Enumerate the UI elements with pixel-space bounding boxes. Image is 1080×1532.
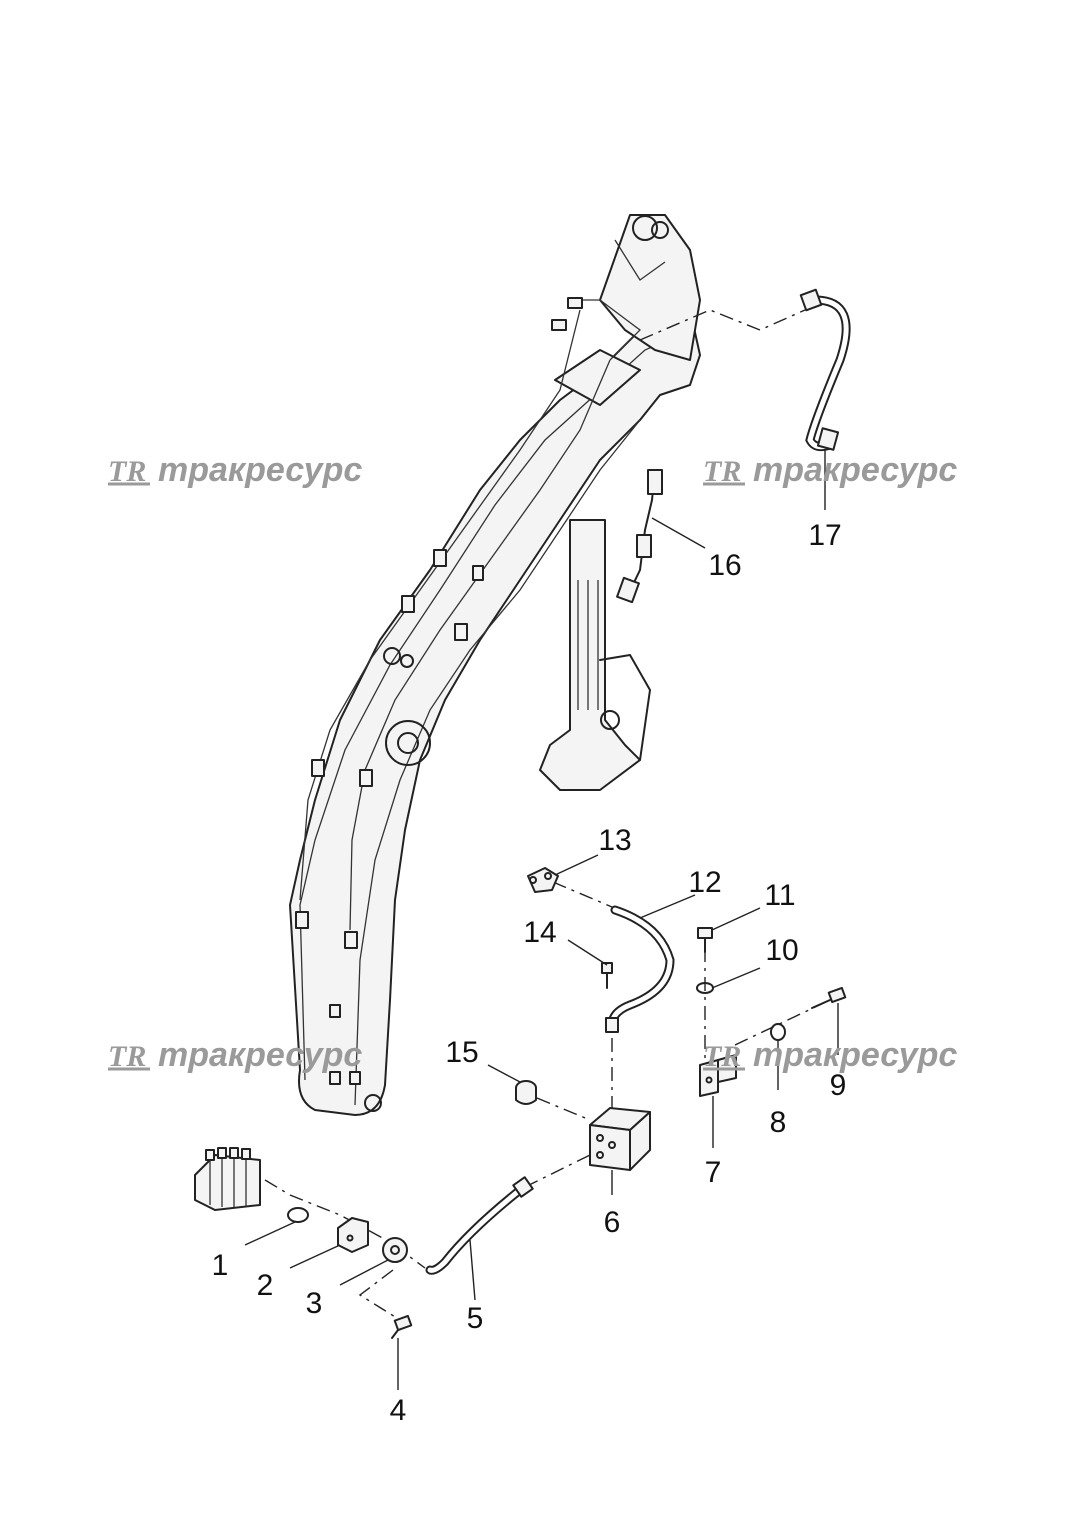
boom-arm-body — [289, 309, 701, 1116]
part-4-bolt — [391, 1314, 413, 1339]
part-16-harness — [616, 469, 663, 604]
watermark-bottom-left: TR тракресурс — [108, 1036, 362, 1074]
dash-15-6 — [536, 1097, 591, 1121]
boom-foot-boss — [385, 720, 431, 766]
callout-4: 4 — [390, 1394, 407, 1427]
watermark-brand: тракресурс — [753, 1036, 957, 1074]
part-6-valve-block — [589, 1107, 651, 1171]
callout-9: 9 — [830, 1069, 847, 1102]
part-9-bolt — [811, 986, 847, 1009]
boom-bottom-pin — [364, 1094, 382, 1112]
callout-16: 16 — [708, 549, 741, 582]
boom-crossbox — [554, 349, 641, 406]
part-2-adapter — [337, 1217, 369, 1253]
callout-10: 10 — [765, 934, 798, 967]
part-1-oring — [287, 1207, 309, 1223]
part-14-bolt — [601, 962, 613, 989]
boom-head-detail — [614, 239, 666, 281]
watermark-brand: тракресурс — [753, 451, 957, 489]
control-valve-assembly — [194, 1147, 261, 1211]
watermark-brand: тракресурс — [158, 1036, 362, 1074]
boom-cylinder-pin — [383, 647, 401, 665]
part-3-flange — [382, 1237, 408, 1263]
dash-3-4 — [358, 1269, 401, 1321]
part-15-plug — [515, 1080, 537, 1105]
boom-leg-pin — [600, 710, 620, 730]
dash-17-boom — [639, 309, 806, 341]
boom-head — [599, 214, 701, 361]
callout-5: 5 — [467, 1302, 484, 1335]
boom-foot-pin — [397, 732, 419, 754]
part-12-hose — [605, 905, 675, 1033]
callout-11: 11 — [764, 879, 795, 912]
boom-leg-link — [599, 654, 651, 761]
callout-14: 14 — [523, 916, 556, 949]
leader-lines — [244, 450, 839, 1390]
part-17-hose — [799, 288, 851, 452]
watermark-bottom-right: TR тракресурс — [703, 1036, 957, 1074]
watermark-top-right: TR тракресурс — [703, 451, 957, 489]
part-13-clamp — [527, 867, 559, 893]
callout-13: 13 — [598, 824, 631, 857]
boom-assembly — [289, 214, 701, 1116]
callout-8: 8 — [770, 1106, 787, 1139]
callout-3: 3 — [306, 1287, 323, 1320]
boom-leg-ribs — [577, 580, 599, 710]
callout-15: 15 — [445, 1036, 478, 1069]
callout-7: 7 — [705, 1156, 722, 1189]
callout-12: 12 — [688, 866, 721, 899]
part-5-hose — [425, 1176, 534, 1275]
watermark-top-left: TR тракресурс — [108, 451, 362, 489]
boom-head-pin-hole — [632, 215, 658, 241]
callout-17: 17 — [808, 519, 841, 552]
callout-labels: 1 2 3 4 5 6 7 8 9 10 11 12 13 14 15 16 1… — [212, 519, 847, 1427]
boom-inner-edge-2 — [354, 419, 641, 1106]
dash-13-12 — [552, 881, 613, 908]
callout-2: 2 — [257, 1269, 274, 1302]
boom-hose-run-right — [349, 359, 611, 931]
boom-hose-clamps — [295, 297, 583, 1085]
boom-hose-top — [575, 299, 641, 361]
watermark-brand: тракресурс — [158, 451, 362, 489]
dash-5-6 — [524, 1154, 591, 1188]
callout-6: 6 — [604, 1206, 621, 1239]
callout-1: 1 — [212, 1249, 229, 1282]
boom-cylinder-pin-2 — [400, 654, 414, 668]
boom-support-leg — [539, 519, 641, 791]
boom-head-pin-hole-2 — [651, 221, 669, 239]
part-11-bolt — [697, 927, 713, 953]
